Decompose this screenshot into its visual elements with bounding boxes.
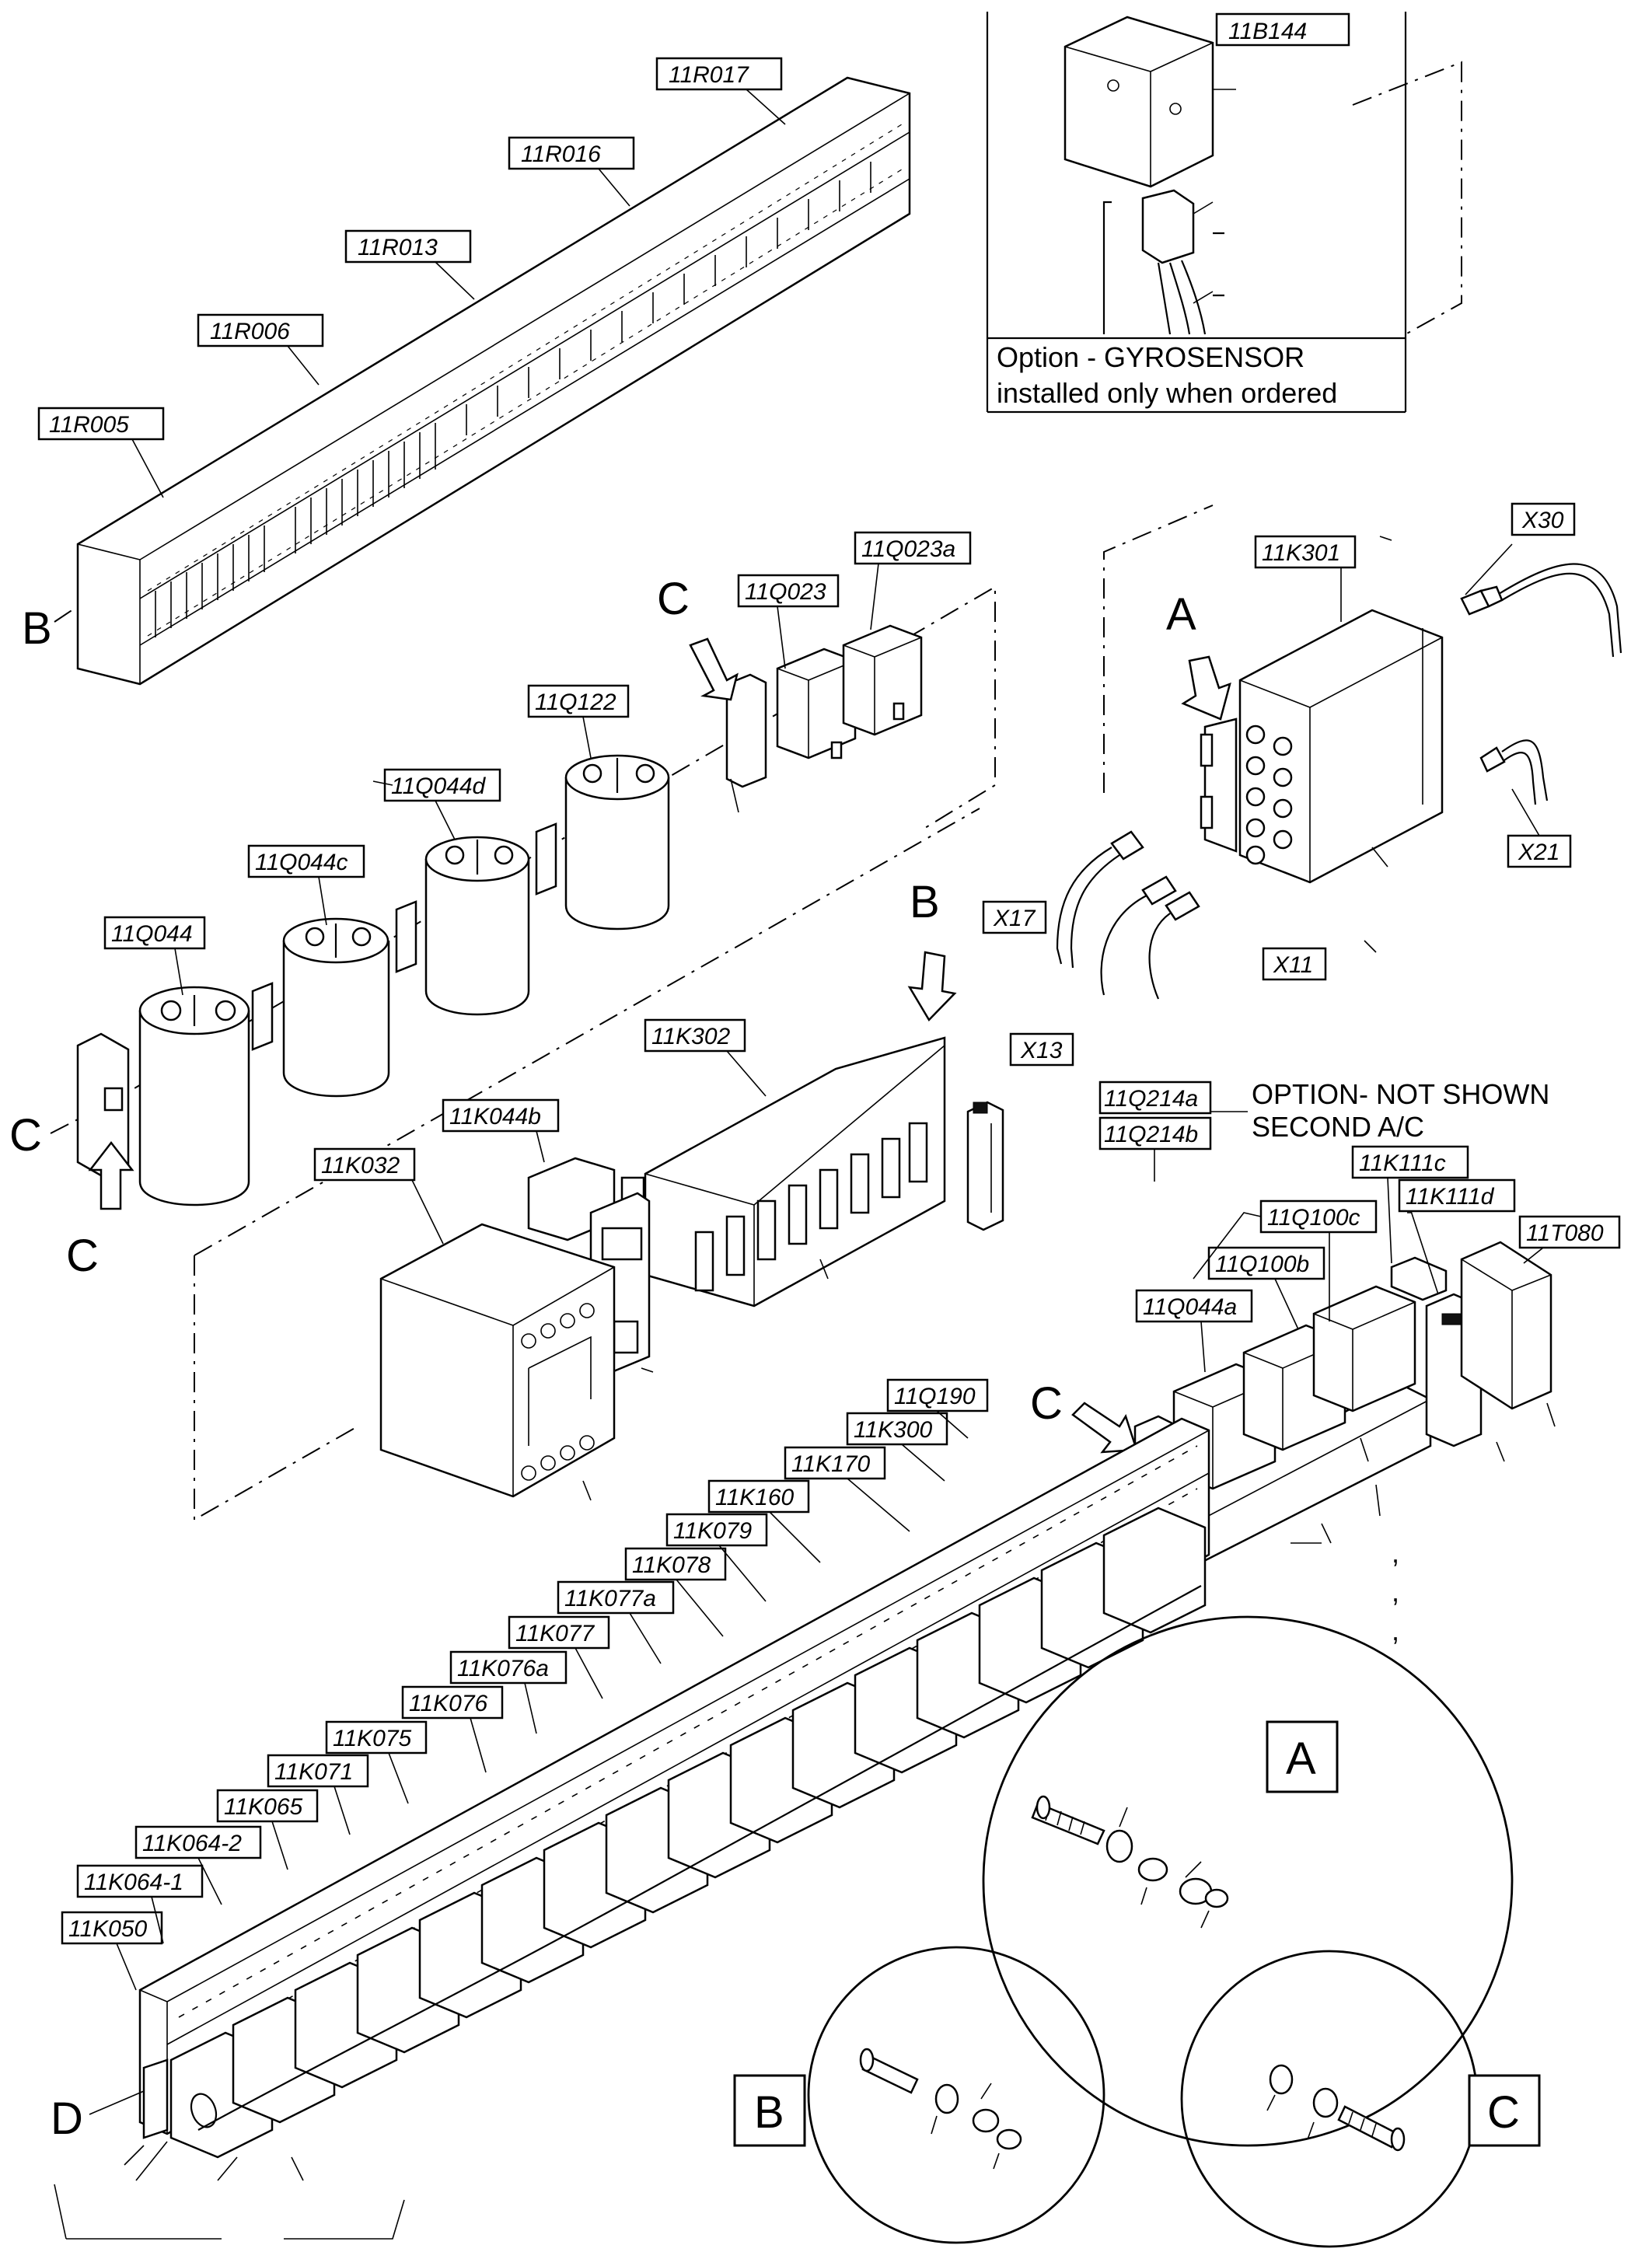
label-11k077: 11K077 xyxy=(515,1621,595,1646)
label-11k300: 11K300 xyxy=(854,1417,933,1443)
label-11q122: 11Q122 xyxy=(535,690,616,715)
marker-c-bottom-left: C xyxy=(66,1231,99,1281)
label-11q214b: 11Q214b xyxy=(1104,1122,1198,1147)
label-11q044d: 11Q044d xyxy=(391,773,487,799)
solenoid-11q044d xyxy=(395,836,530,1016)
label-x13: X13 xyxy=(1020,1038,1063,1063)
arrow-c-left xyxy=(88,1140,134,1210)
resistor-bank xyxy=(155,162,871,637)
cable-x21 xyxy=(1479,739,1549,805)
label-11k160: 11K160 xyxy=(715,1485,795,1510)
label-11k075: 11K075 xyxy=(333,1726,412,1751)
module-11k301-sockets xyxy=(1245,724,1293,865)
label-x21: X21 xyxy=(1518,840,1559,865)
comma-mark-3: , xyxy=(1392,1615,1399,1646)
label-11q100c: 11Q100c xyxy=(1267,1205,1360,1231)
contactor-11k032 xyxy=(379,1223,616,1498)
label-11q214a: 11Q214a xyxy=(1104,1086,1198,1112)
label-11k071: 11K071 xyxy=(274,1759,353,1785)
solenoid-11q044 xyxy=(76,986,250,1206)
label-11k076: 11K076 xyxy=(409,1691,488,1716)
relay-11k111c xyxy=(1390,1256,1448,1301)
connector-x13 xyxy=(966,1101,1004,1231)
label-11q190: 11Q190 xyxy=(894,1384,976,1409)
label-11r016: 11R016 xyxy=(521,141,601,167)
arrow-a-module xyxy=(1181,655,1231,721)
detail-a: A xyxy=(982,1615,1514,2147)
marker-b-module: B xyxy=(910,877,940,927)
label-11k301: 11K301 xyxy=(1262,540,1340,566)
option-note-line1: OPTION- NOT SHOWN xyxy=(1252,1078,1549,1110)
relay-rail: 11Q190 11K300 11K170 11K160 11K079 11K07… xyxy=(51,1378,1210,2240)
marker-b-rail: B xyxy=(22,603,52,654)
label-11k302: 11K302 xyxy=(651,1024,731,1049)
comma-mark-1: , xyxy=(1392,1537,1399,1569)
detail-b: B xyxy=(733,1946,1105,2244)
label-11k111c: 11K111c xyxy=(1359,1150,1446,1176)
cable-x11 xyxy=(1100,875,1200,1000)
label-11k077a: 11K077a xyxy=(564,1586,656,1611)
detail-a-title: A xyxy=(1286,1734,1316,1784)
marker-c-right: C xyxy=(1030,1378,1063,1429)
marker-a-module: A xyxy=(1166,589,1196,640)
label-11k064-2: 11K064-2 xyxy=(142,1831,242,1856)
comma-mark-2: , xyxy=(1392,1576,1399,1608)
gyrosensor-option-panel: 11B144 Option - GYROSENSOR installed onl… xyxy=(986,12,1462,414)
label-11q023a: 11Q023a xyxy=(861,536,955,562)
label-11q044c: 11Q044c xyxy=(255,850,348,875)
option-note-line2: SECOND A/C xyxy=(1252,1111,1424,1143)
solenoid-contactor-row: 11Q044 11Q044c 11Q044d 11Q122 11Q023 11Q… xyxy=(9,531,996,1281)
label-11k044b: 11K044b xyxy=(449,1104,541,1130)
label-11k079: 11K079 xyxy=(673,1518,753,1544)
label-11k078: 11K078 xyxy=(632,1552,711,1578)
arrow-b-module xyxy=(907,951,957,1022)
label-11r017: 11R017 xyxy=(669,62,749,88)
resistor-terminal-rail: 11R017 11R016 11R013 11R006 11R005 B xyxy=(22,57,911,686)
arrow-c-right xyxy=(1071,1402,1138,1454)
relay-cubes xyxy=(169,1507,1207,2159)
detail-c-title: C xyxy=(1487,2087,1520,2138)
module-11k302-plugs xyxy=(694,1122,928,1292)
relay-module-group: 11K302 11K044b 11K032 B xyxy=(194,808,1004,1521)
label-11k170: 11K170 xyxy=(791,1451,871,1477)
label-11q044: 11Q044 xyxy=(111,921,193,947)
transformer-11t080 xyxy=(1460,1241,1552,1410)
label-11q023: 11Q023 xyxy=(745,579,826,605)
label-11r013: 11R013 xyxy=(358,235,438,260)
relay-11q100c xyxy=(1312,1285,1416,1412)
marker-c-left: C xyxy=(9,1110,42,1161)
label-11k050: 11K050 xyxy=(68,1916,148,1942)
label-11k111d: 11K111d xyxy=(1406,1184,1495,1210)
detail-c: C xyxy=(1180,1950,1541,2248)
detail-b-title: B xyxy=(754,2087,784,2138)
label-x17: X17 xyxy=(993,906,1036,931)
label-11t080: 11T080 xyxy=(1526,1220,1604,1246)
label-11k065: 11K065 xyxy=(224,1794,303,1820)
marker-d: D xyxy=(51,2093,83,2144)
label-11k032: 11K032 xyxy=(321,1153,400,1178)
label-11r006: 11R006 xyxy=(210,319,290,344)
solenoid-11q122 xyxy=(535,754,670,930)
gyrosensor-note-line1: Option - GYROSENSOR xyxy=(997,341,1304,373)
solenoid-11q044c xyxy=(251,917,390,1098)
marker-c-relay: C xyxy=(657,574,690,624)
label-11k064-1: 11K064-1 xyxy=(84,1870,183,1895)
cable-x30 xyxy=(1460,563,1622,658)
arrow-c-relay xyxy=(689,637,739,701)
label-11k076a: 11K076a xyxy=(457,1656,549,1681)
cable-x17 xyxy=(1056,830,1144,969)
label-11q044a: 11Q044a xyxy=(1143,1294,1237,1320)
relays-11q023 xyxy=(725,624,923,788)
label-11b144: 11B144 xyxy=(1228,19,1307,44)
label-11r005: 11R005 xyxy=(49,412,129,438)
module-11k302 xyxy=(620,1036,946,1308)
gyrosensor-note-line2: installed only when ordered xyxy=(997,377,1337,409)
second-ac-option-note: 11Q214a 11Q214b OPTION- NOT SHOWN SECOND… xyxy=(1098,1078,1549,1182)
label-x30: X30 xyxy=(1521,508,1564,533)
label-11q100b: 11Q100b xyxy=(1215,1252,1309,1277)
label-x11: X11 xyxy=(1273,952,1313,978)
contactor-11k032-terminals xyxy=(521,1303,595,1481)
module-11k301: 11K301 X30 X21 X17 X11 X13 A xyxy=(982,502,1622,1067)
